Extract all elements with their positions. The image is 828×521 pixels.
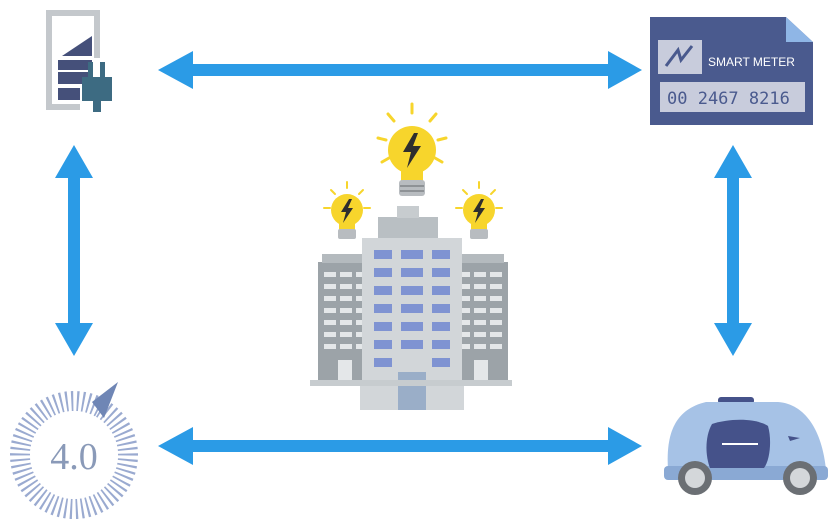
industry-arrow-icon bbox=[92, 382, 118, 418]
meter-display bbox=[660, 82, 805, 112]
center-building-windows bbox=[374, 250, 450, 367]
battery-plug-icon bbox=[46, 10, 112, 112]
smart-meter: SMART METER 00 2467 8216 bbox=[650, 17, 813, 125]
meter-reading: 00 2467 8216 bbox=[667, 89, 790, 109]
industry-4-0-icon: 4.0 bbox=[10, 382, 138, 519]
lightbulb-icon-right bbox=[455, 181, 503, 239]
meter-title: SMART METER bbox=[708, 55, 795, 69]
lightbulb-icon-center bbox=[376, 102, 448, 196]
building-door bbox=[398, 372, 426, 410]
arrow-battery-meter bbox=[158, 51, 642, 89]
lightbulb-icon-left bbox=[323, 181, 371, 239]
industry-label: 4.0 bbox=[50, 436, 98, 478]
arrow-industry-car bbox=[158, 427, 642, 465]
arrow-battery-industry bbox=[55, 145, 93, 356]
autonomous-car-icon bbox=[664, 397, 828, 495]
arrow-meter-car bbox=[714, 145, 752, 356]
meter-corner-fold bbox=[786, 17, 813, 42]
center-building bbox=[362, 238, 462, 390]
city-buildings bbox=[310, 206, 512, 410]
